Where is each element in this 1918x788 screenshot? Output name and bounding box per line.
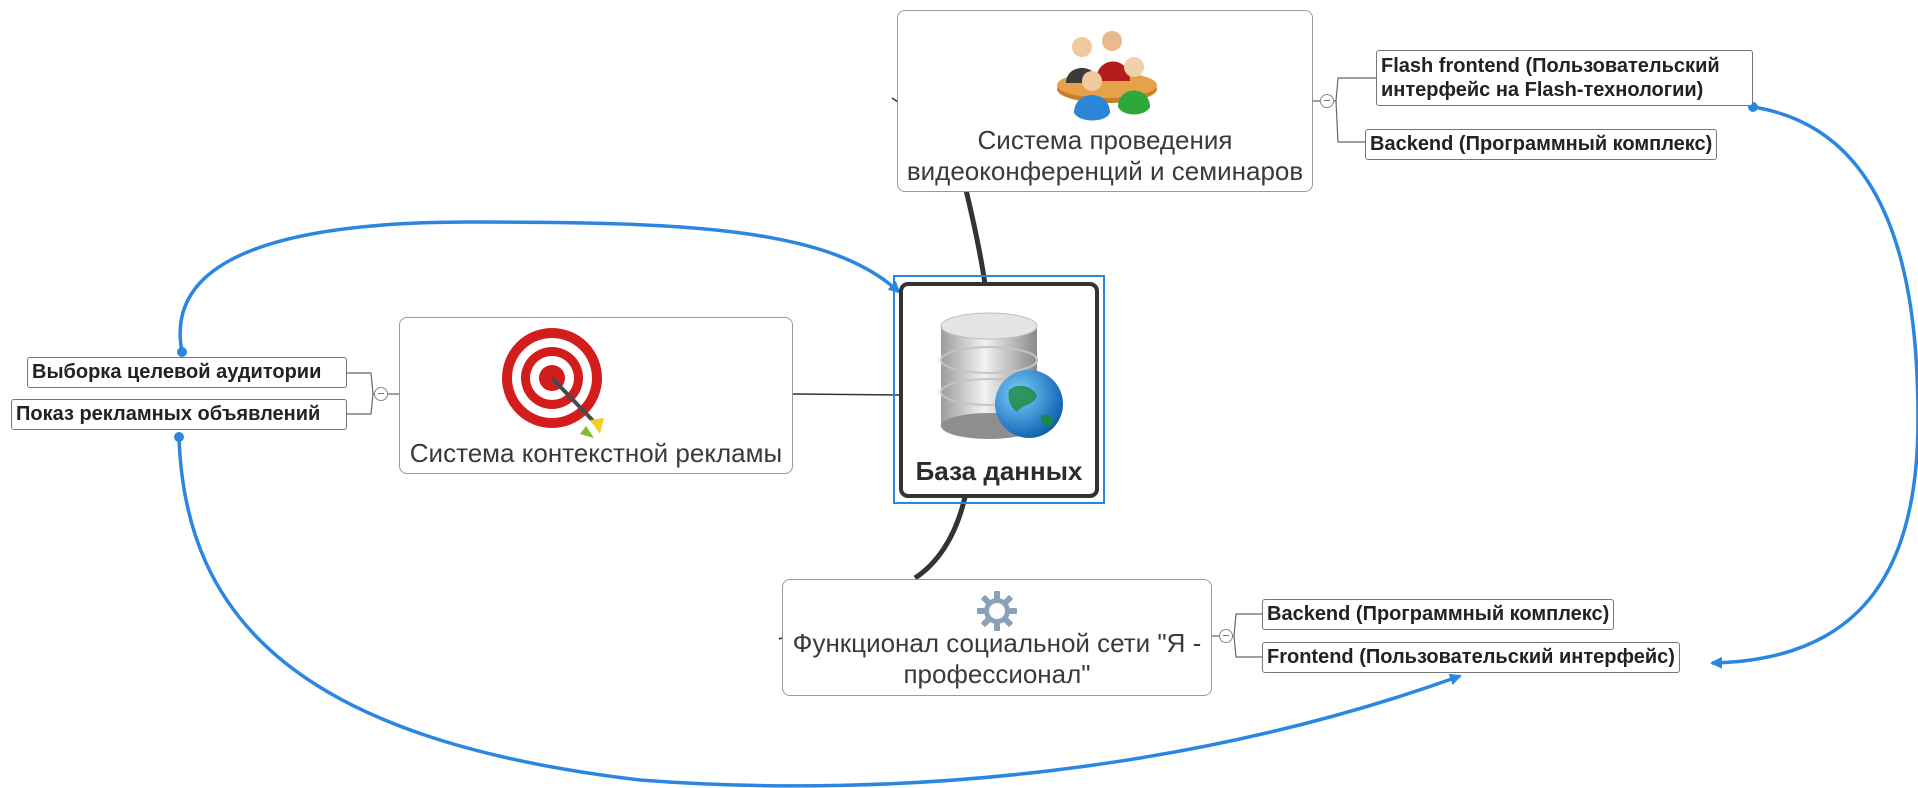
branch-social: [913, 496, 968, 581]
collapse-toggle-video[interactable]: [1320, 94, 1334, 108]
subtopic-social-backend[interactable]: Backend (Программный комплекс): [1262, 599, 1615, 630]
connector-ads-subs: [347, 372, 399, 415]
subtopic-show-ads[interactable]: Показ рекламных объявлений: [11, 399, 347, 430]
people-meeting-icon: [1057, 31, 1157, 121]
relationship-audience-to-central: [178, 220, 901, 353]
gear-icon: [977, 591, 1017, 631]
topic-video-label-line2: видеоконференций и семинаров: [906, 156, 1304, 186]
subtopic-target-audience[interactable]: Выборка целевой аудитории: [27, 357, 347, 388]
topic-contextual-ads[interactable]: Система контекстной рекламы: [399, 317, 793, 474]
subtopic-social-frontend[interactable]: Frontend (Пользовательский интерфейс): [1262, 642, 1680, 673]
central-selection-frame: [893, 275, 1105, 504]
subtopic-show-ads-label: Показ рекламных объявлений: [16, 403, 321, 425]
subtopic-target-audience-label: Выборка целевой аудитории: [32, 361, 322, 383]
relationship-flash-to-frontend: [1710, 105, 1918, 669]
target-dart-icon: [502, 328, 604, 438]
topic-ads-label: Система контекстной рекламы: [409, 438, 783, 468]
relationship-anchor-ads: [174, 432, 184, 442]
collapse-toggle-ads[interactable]: [374, 387, 388, 401]
subtopic-social-backend-label: Backend (Программный комплекс): [1267, 603, 1610, 625]
collapse-toggle-social[interactable]: [1219, 629, 1233, 643]
subtopic-video-backend[interactable]: Backend (Программный комплекс): [1365, 129, 1718, 160]
subtopic-flash-frontend[interactable]: Flash frontend (Пользовательский интерфе…: [1376, 50, 1753, 106]
topic-social-label-line2: профессионал": [903, 659, 1091, 689]
subtopic-flash-frontend-line1: Flash frontend (Пользовательский: [1381, 55, 1720, 77]
central-topic-label: База данных: [915, 456, 1083, 486]
branch-ads: [792, 393, 900, 396]
subtopic-social-frontend-label: Frontend (Пользовательский интерфейс): [1267, 646, 1675, 668]
central-topic-database[interactable]: База данных: [899, 282, 1099, 498]
subtopic-flash-frontend-line2: интерфейс на Flash-технологии): [1381, 79, 1704, 101]
relationship-ads-to-frontend: [177, 436, 1462, 788]
topic-social-label-line1: Функционал социальной сети "Я -: [792, 628, 1202, 658]
branch-video: [963, 189, 988, 285]
relationship-anchor-audience: [177, 347, 187, 357]
topic-video-label-line1: Система проведения: [977, 125, 1233, 155]
subtopic-video-backend-label: Backend (Программный комплекс): [1370, 133, 1713, 155]
topic-video-conferences[interactable]: Система проведения видеоконференций и се…: [897, 10, 1313, 192]
database-globe-icon: [940, 312, 1063, 439]
topic-social-network[interactable]: Функционал социальной сети "Я - професси…: [782, 579, 1212, 696]
